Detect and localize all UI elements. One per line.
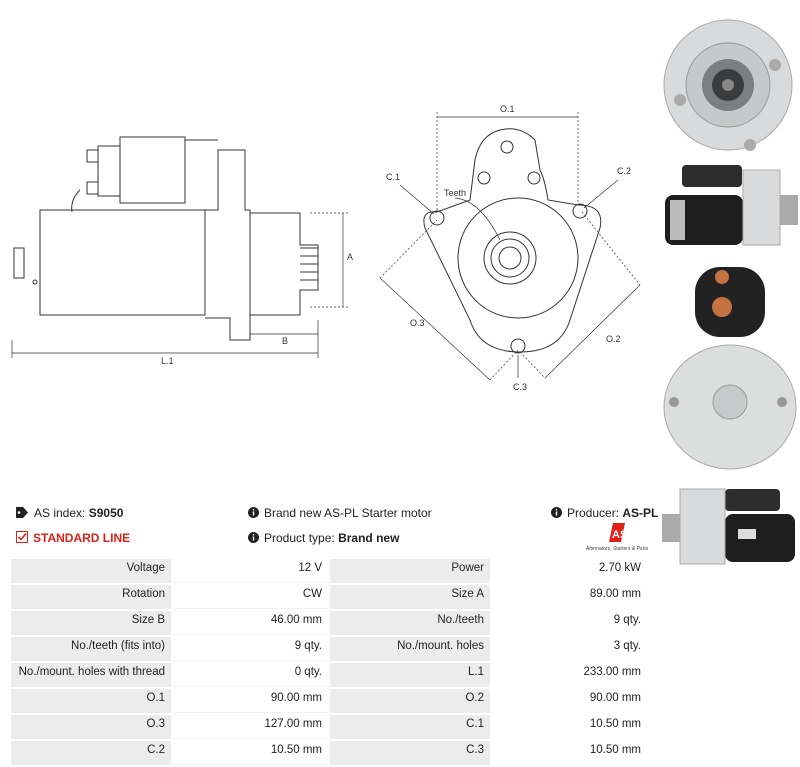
spec-value: 3 qty.: [492, 637, 647, 661]
spec-value: 90.00 mm: [173, 689, 328, 713]
spec-label: Size B: [11, 611, 171, 635]
spec-label: No./teeth (fits into): [11, 637, 171, 661]
info-icon: [248, 531, 259, 546]
description-text: Brand new AS-PL Starter motor: [264, 506, 432, 520]
tag-icon: [16, 506, 29, 521]
spec-label: No./teeth: [330, 611, 490, 635]
dim-o2: O.2: [606, 334, 621, 344]
spec-value: 9 qty.: [492, 611, 647, 635]
spec-value: 10.50 mm: [492, 741, 647, 765]
producer-label: Producer:: [567, 506, 620, 520]
photo-side-view[interactable]: [660, 160, 800, 250]
producer-value: AS-PL: [622, 506, 659, 520]
spec-label: No./mount. holes: [330, 637, 490, 661]
dim-c2: C.2: [617, 166, 631, 176]
dim-o3: O.3: [410, 318, 425, 328]
product-type-value: Brand new: [338, 531, 400, 545]
spec-value: 10.50 mm: [173, 741, 328, 765]
as-pl-logo: AS Alternators, Starters & Parts: [586, 523, 649, 552]
spec-label: Power: [330, 559, 490, 583]
spec-label: C.3: [330, 741, 490, 765]
as-index: AS index: S9050: [16, 506, 123, 521]
product-type: Product type: Brand new: [248, 531, 399, 546]
product-photos: [660, 0, 800, 580]
spec-value: 89.00 mm: [492, 585, 647, 609]
spec-value: 46.00 mm: [173, 611, 328, 635]
as-index-value: S9050: [88, 506, 124, 520]
dim-teeth: Teeth: [444, 188, 466, 198]
spec-label: C.2: [11, 741, 171, 765]
spec-value: 12 V: [173, 559, 328, 583]
photo-front-view[interactable]: [660, 5, 800, 155]
spec-label: O.3: [11, 715, 171, 739]
standard-line-label: STANDARD LINE: [33, 531, 131, 545]
spec-value: 2.70 kW: [492, 559, 647, 583]
as-index-label: AS index:: [34, 506, 86, 520]
spec-label: Size A: [330, 585, 490, 609]
dim-o1: O.1: [500, 104, 515, 114]
product-description: Brand new AS-PL Starter motor: [248, 506, 432, 521]
spec-label: Rotation: [11, 585, 171, 609]
dim-l1: L.1: [161, 356, 174, 366]
product-type-label: Product type:: [264, 531, 335, 545]
spec-label: C.1: [330, 715, 490, 739]
dim-b: B: [282, 336, 288, 346]
motor-body: [39, 209, 206, 316]
dim-a: A: [347, 252, 353, 262]
spec-value: 9 qty.: [173, 637, 328, 661]
dim-c1: C.1: [386, 172, 400, 182]
spec-label: L.1: [330, 663, 490, 687]
standard-line: STANDARD LINE: [16, 531, 130, 546]
info-icon: [551, 506, 562, 521]
photo-angled-view[interactable]: [660, 484, 800, 569]
checkbox-checked-icon: [16, 531, 28, 546]
spec-value: 233.00 mm: [492, 663, 647, 687]
technical-drawing: L.1 B A O.1 O.2 O.3 C.1 C.2 C.3 Te: [11, 104, 641, 392]
spec-label: No./mount. holes with thread: [11, 663, 171, 687]
logo-mark: AS: [612, 529, 627, 541]
solenoid: [119, 136, 186, 204]
photo-rear-view[interactable]: [660, 262, 800, 472]
spec-label: O.2: [330, 689, 490, 713]
spec-label: Voltage: [11, 559, 171, 583]
spec-value: 127.00 mm: [173, 715, 328, 739]
info-icon: [248, 506, 259, 521]
logo-tagline: Alternators, Starters & Parts: [586, 546, 649, 552]
table-row: No./teeth (fits into)9 qty.No./mount. ho…: [11, 637, 647, 661]
spec-value: CW: [173, 585, 328, 609]
spec-value: 10.50 mm: [492, 715, 647, 739]
producer: Producer: AS-PL: [551, 506, 658, 521]
flange-outline: [423, 128, 602, 353]
spec-value: 90.00 mm: [492, 689, 647, 713]
spec-value: 0 qty.: [173, 663, 328, 687]
dim-c3: C.3: [513, 382, 527, 392]
spec-label: O.1: [11, 689, 171, 713]
